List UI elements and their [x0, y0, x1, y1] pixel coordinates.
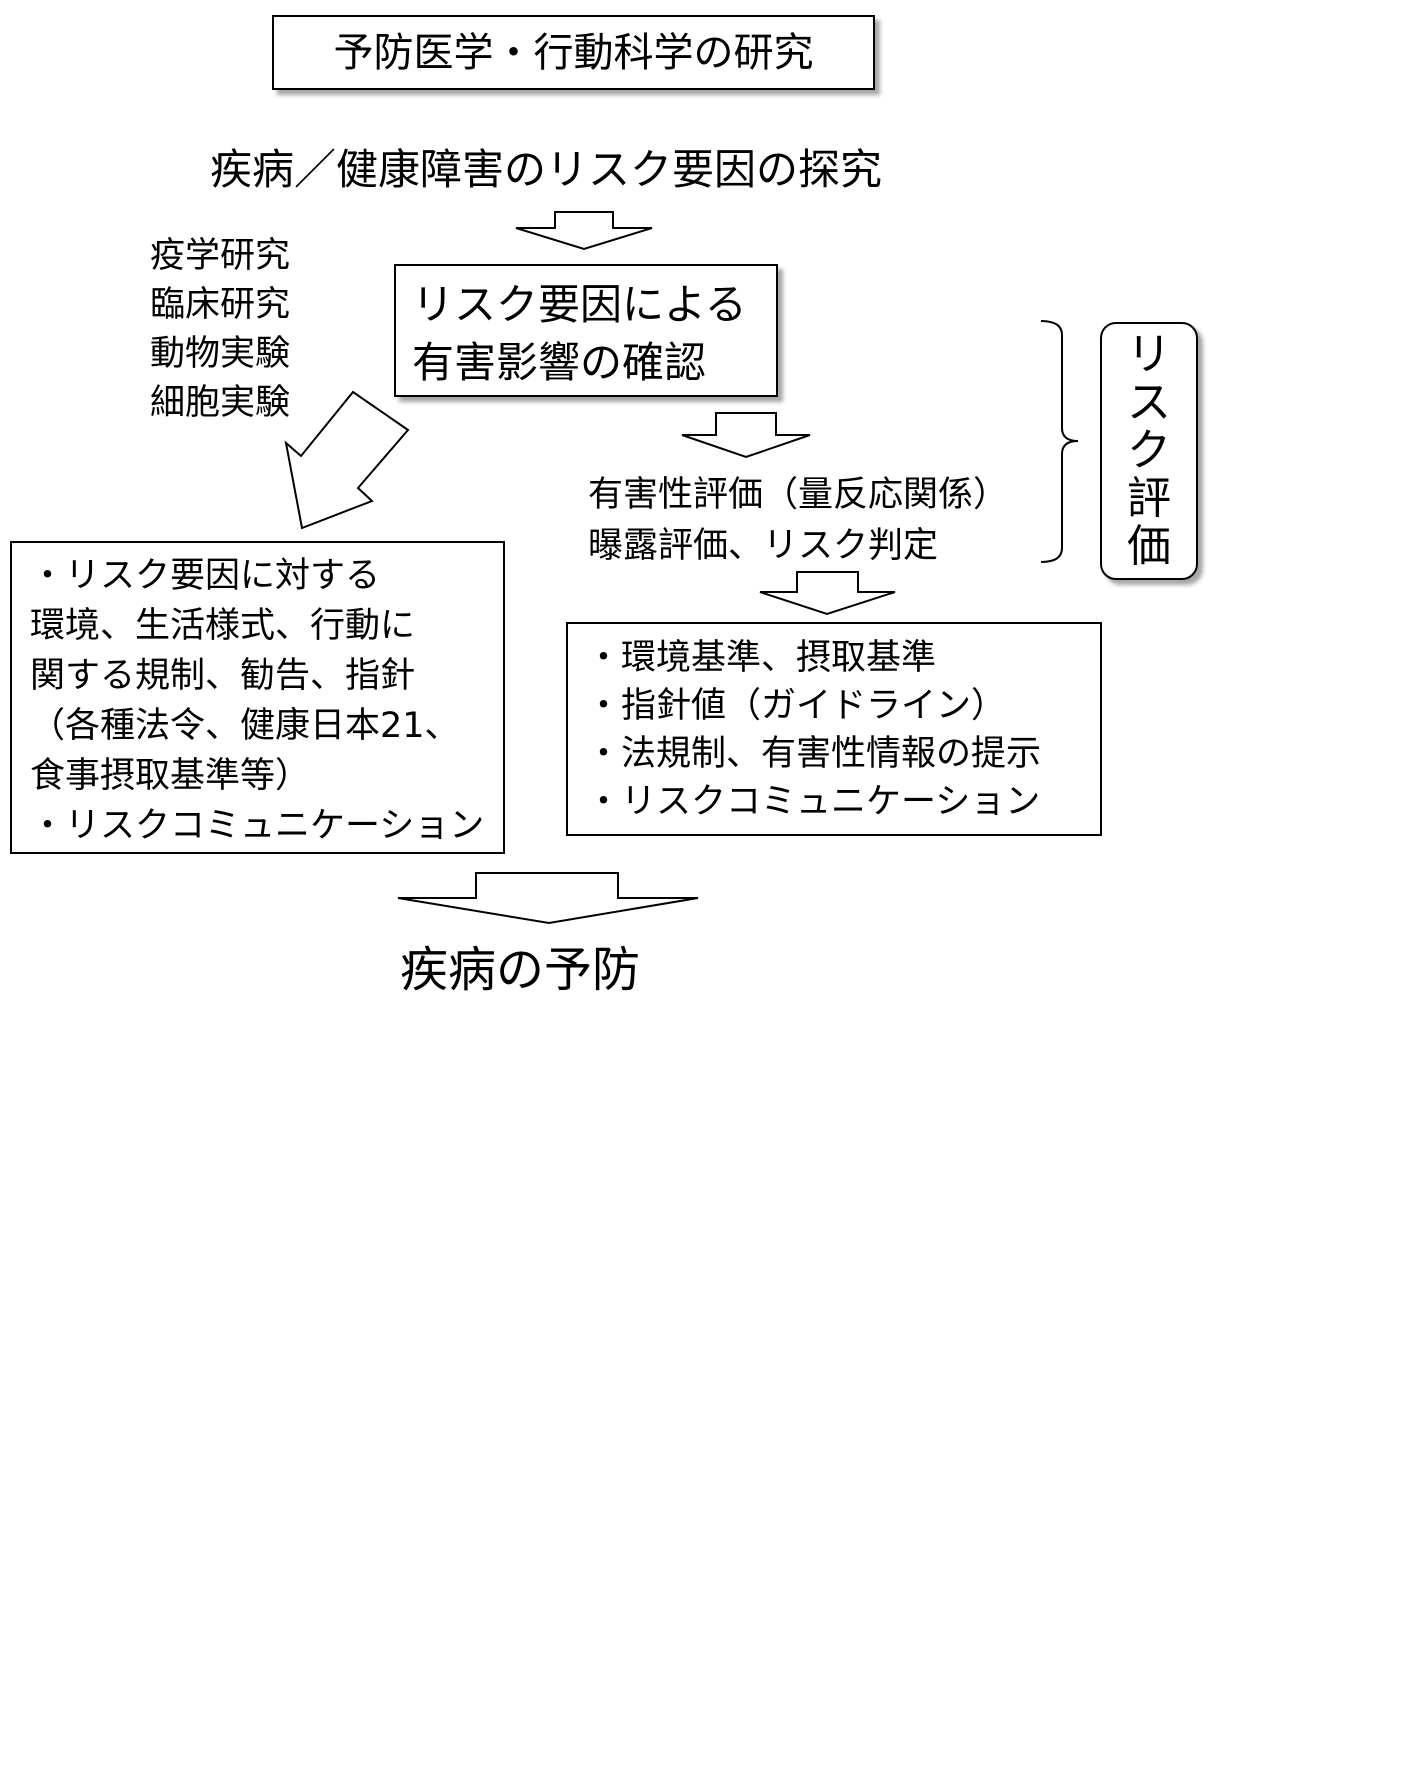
evaluation-line: 曝露評価、リスク判定	[588, 526, 939, 566]
left-result-line: 食事摂取基準等）	[30, 756, 311, 796]
evaluation-steps: 有害性評価（量反応関係） 曝露評価、リスク判定	[588, 470, 1008, 572]
evaluation-line: 有害性評価（量反応関係）	[588, 475, 1009, 515]
confirmation-box: リスク要因による 有害影響の確認	[394, 264, 778, 397]
confirmation-line: 有害影響の確認	[412, 338, 707, 387]
method-item: 細胞実験	[150, 383, 291, 423]
right-result-line: ・法規制、有害性情報の提示	[586, 734, 1042, 774]
down-arrow-wide	[397, 872, 699, 925]
down-arrow-3	[759, 571, 896, 616]
research-methods-list: 疫学研究 臨床研究 動物実験 細胞実験	[150, 232, 290, 428]
left-result-line: 環境、生活様式、行動に	[30, 606, 416, 646]
conclusion-text: 疾病の予防	[400, 942, 641, 998]
left-result-box: ・リスク要因に対する 環境、生活様式、行動に 関する規制、勧告、指針 （各種法令…	[10, 541, 505, 854]
risk-label-char: リ	[1127, 329, 1171, 380]
right-result-line: ・リスクコミュニケーション	[586, 782, 1041, 822]
method-item: 動物実験	[150, 334, 291, 374]
left-result-line: ・リスク要因に対する	[30, 556, 381, 596]
risk-assessment-label: リ ス ク 評 価	[1100, 322, 1198, 580]
right-result-box: ・環境基準、摂取基準 ・指針値（ガイドライン） ・法規制、有害性情報の提示 ・リ…	[566, 622, 1102, 836]
title-box: 予防医学・行動科学の研究	[272, 15, 875, 90]
risk-label-char: ス	[1127, 377, 1171, 428]
right-result-line: ・指針値（ガイドライン）	[586, 686, 1007, 726]
right-result-line: ・環境基準、摂取基準	[586, 638, 937, 678]
brace	[1040, 320, 1079, 563]
diagonal-arrow	[284, 390, 410, 530]
method-item: 臨床研究	[150, 285, 291, 325]
risk-label-char: 評	[1127, 473, 1171, 524]
method-item: 疫学研究	[150, 236, 291, 276]
down-arrow-2	[681, 412, 811, 459]
title-text: 予防医学・行動科学の研究	[333, 29, 814, 76]
down-arrow-1	[515, 211, 653, 251]
risk-label-char: 価	[1127, 521, 1171, 572]
confirmation-line: リスク要因による	[412, 280, 747, 329]
research-heading-text: 疾病／健康障害のリスク要因の探究	[210, 145, 883, 194]
left-result-line: ・リスクコミュニケーション	[30, 806, 485, 846]
research-heading: 疾病／健康障害のリスク要因の探究	[210, 145, 1010, 195]
risk-label-char: ク	[1127, 425, 1171, 476]
left-result-line: （各種法令、健康日本21、	[30, 706, 460, 746]
conclusion: 疾病の予防	[400, 940, 640, 1000]
left-result-line: 関する規制、勧告、指針	[30, 656, 416, 696]
